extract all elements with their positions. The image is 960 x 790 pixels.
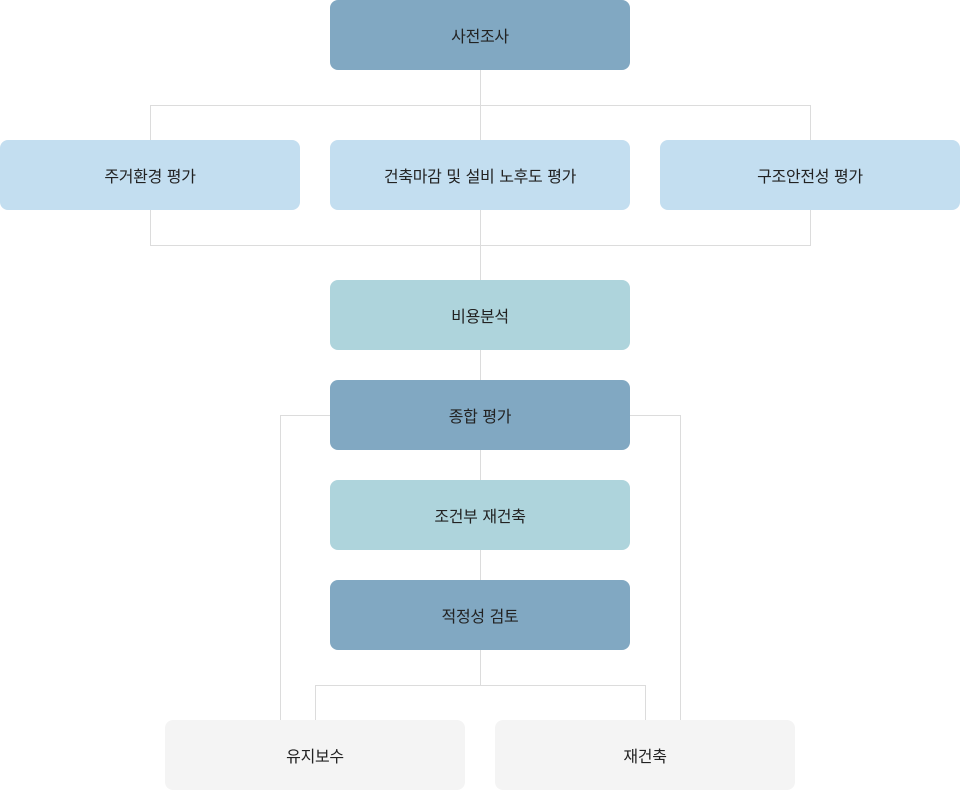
node-suitability-review: 적정성 검토 — [330, 580, 630, 650]
node-survey: 사전조사 — [330, 0, 630, 70]
node-structural-safety: 구조안전성 평가 — [660, 140, 960, 210]
node-rebuild: 재건축 — [495, 720, 795, 790]
connector-overall-rebuild — [630, 415, 681, 720]
node-overall-evaluation-label: 종합 평가 — [448, 407, 512, 426]
node-structural-safety-label: 구조안전성 평가 — [757, 167, 863, 186]
node-housing-environment-label: 주거환경 평가 — [104, 167, 196, 186]
node-maintenance-label: 유지보수 — [286, 747, 344, 766]
node-conditional-rebuild-label: 조건부 재건축 — [434, 507, 526, 526]
node-survey-label: 사전조사 — [451, 27, 509, 46]
connector-overall-maintenance — [280, 415, 330, 720]
node-rebuild-label: 재건축 — [623, 747, 667, 766]
node-maintenance: 유지보수 — [165, 720, 465, 790]
node-finish-facility: 건축마감 및 설비 노후도 평가 — [330, 140, 630, 210]
node-cost-analysis-label: 비용분석 — [451, 307, 509, 326]
node-housing-environment: 주거환경 평가 — [0, 140, 300, 210]
node-cost-analysis: 비용분석 — [330, 280, 630, 350]
connector-suitability-outcomes — [315, 685, 646, 720]
node-conditional-rebuild: 조건부 재건축 — [330, 480, 630, 550]
node-finish-facility-label: 건축마감 및 설비 노후도 평가 — [383, 167, 577, 186]
node-overall-evaluation: 종합 평가 — [330, 380, 630, 450]
node-suitability-review-label: 적정성 검토 — [441, 607, 519, 626]
